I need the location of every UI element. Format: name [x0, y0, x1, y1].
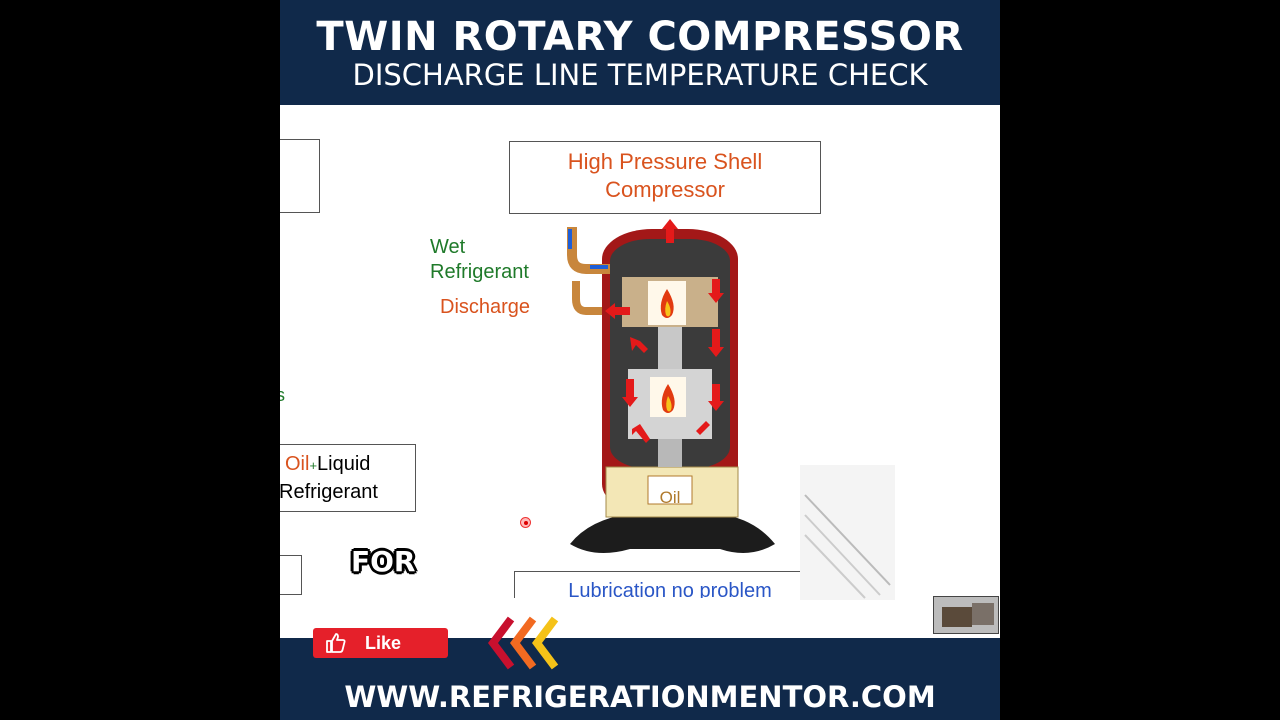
- liquid-word: Liquid: [317, 453, 371, 475]
- content-mask: [490, 598, 890, 638]
- chevron-arrows-icon: [488, 616, 559, 670]
- plus-sign: +: [309, 458, 318, 473]
- caption-word: FOR: [351, 545, 416, 578]
- partial-label: s: [280, 385, 285, 405]
- high-pressure-shell-label: High Pressure Shell Compressor: [567, 149, 763, 202]
- page-title: TWIN ROTARY COMPRESSOR: [316, 14, 964, 60]
- refrigerant-label: Refrigerant: [430, 261, 529, 283]
- footer-url[interactable]: WWW.REFRIGERATIONMENTOR.COM: [344, 680, 936, 714]
- lubrication-label: Lubrication no problem: [568, 580, 772, 602]
- thumbs-up-icon: [326, 633, 346, 653]
- diagram-area: s High Pressure Shell Compressor Wet Ref…: [280, 105, 1000, 638]
- video-frame: TWIN ROTARY COMPRESSOR DISCHARGE LINE TE…: [280, 0, 1000, 720]
- high-pressure-shell-box: High Pressure Shell Compressor: [509, 141, 821, 214]
- page-subtitle: DISCHARGE LINE TEMPERATURE CHECK: [352, 58, 928, 92]
- wet-label: Wet: [430, 236, 466, 258]
- oil-sump-label: Oil: [659, 488, 681, 507]
- laser-pointer-dot: [520, 517, 531, 528]
- discharge-label: Discharge: [440, 296, 531, 318]
- refrigerant-word: Refrigerant: [280, 481, 378, 503]
- background-decoration: [800, 465, 895, 600]
- like-button[interactable]: Like: [313, 628, 448, 658]
- oil-liquid-line: Oil+Liquid: [285, 451, 370, 479]
- title-banner: TWIN ROTARY COMPRESSOR DISCHARGE LINE TE…: [280, 0, 1000, 105]
- compressor-cutaway-illustration: [567, 219, 775, 553]
- oil-liquid-box: Oil+Liquid Refrigerant: [280, 444, 416, 512]
- like-label: Like: [365, 633, 402, 653]
- oil-word: Oil: [285, 453, 310, 475]
- left-partial-box-top: [280, 139, 320, 213]
- corner-thumbnail: [933, 596, 999, 634]
- left-partial-box-bottom: [280, 555, 302, 595]
